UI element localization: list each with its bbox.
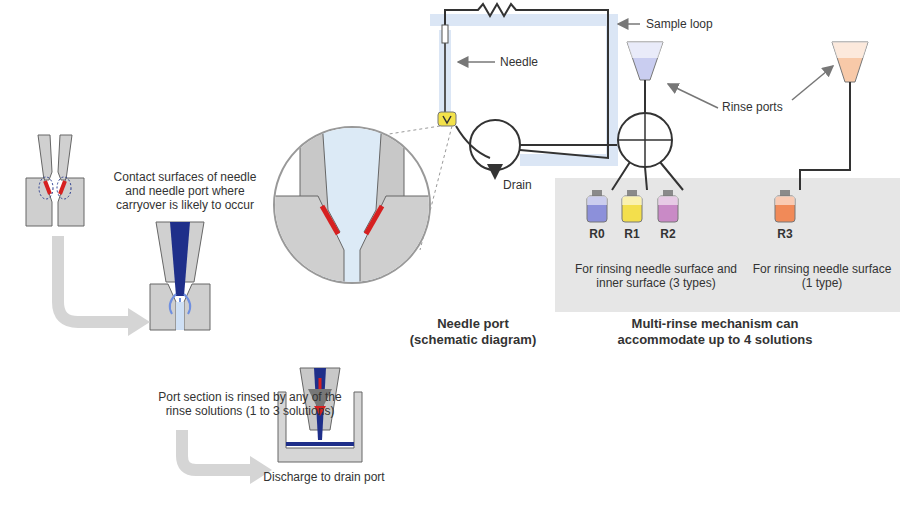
- panel-heading: Multi-rinse mechanism can accommodate up…: [595, 316, 835, 348]
- rinse-valve: [618, 113, 672, 167]
- bottle-icon: [650, 188, 686, 224]
- valve-link: [520, 144, 617, 146]
- rinse-port: [627, 42, 663, 80]
- rinse-bottle: R1: [614, 188, 650, 241]
- part-label: Needle: [500, 55, 580, 69]
- step-arrow: [182, 430, 250, 470]
- step-arrow: [58, 236, 128, 322]
- rinse-port: [832, 42, 868, 82]
- bottle-label: R2: [650, 227, 686, 241]
- bottle-label: R3: [767, 227, 803, 241]
- leader-arrow: [458, 61, 495, 63]
- note-text: Needle port (schematic diagram): [408, 316, 538, 348]
- needle-highlight: [439, 30, 451, 120]
- bottle-icon: [579, 188, 615, 224]
- note-text: For rinsing needle surface and inner sur…: [566, 262, 746, 290]
- bottle-icon: [614, 188, 650, 224]
- sample-loop: [445, 4, 608, 158]
- part-label: Sample loop: [646, 17, 766, 31]
- note-text: For rinsing needle surface (1 type): [752, 262, 892, 290]
- leader-arrow: [668, 84, 718, 108]
- needle-shaft: [444, 43, 446, 112]
- bottle-label: R0: [579, 227, 615, 241]
- part-label: Rinse ports: [722, 100, 832, 114]
- loop-highlight: [430, 20, 612, 160]
- rinse-panel: Multi-rinse mechanism can accommodate up…: [555, 178, 900, 312]
- rinse-bottle: R2: [650, 188, 686, 241]
- note-text: Port section is rinsed by any of the rin…: [150, 390, 350, 418]
- note-text: Contact surfaces of needle and needle po…: [110, 170, 260, 212]
- rinse-pipe: [612, 162, 683, 190]
- injection-valve: [470, 120, 520, 170]
- rinse-pipe: [800, 82, 850, 190]
- needle-body: [442, 25, 448, 43]
- port-before: [26, 135, 84, 226]
- leader-arrow: [618, 23, 640, 25]
- rinse-bottle: R3: [767, 188, 803, 241]
- port-rinsing: [150, 222, 210, 330]
- needle-port-icon: [438, 112, 456, 126]
- rinse-bottle: R0: [579, 188, 615, 241]
- bottle-icon: [767, 188, 803, 224]
- bottle-label: R1: [614, 227, 650, 241]
- leader-arrow: [792, 66, 833, 100]
- note-text: Discharge to drain port: [244, 470, 404, 484]
- part-label: Drain: [503, 178, 563, 192]
